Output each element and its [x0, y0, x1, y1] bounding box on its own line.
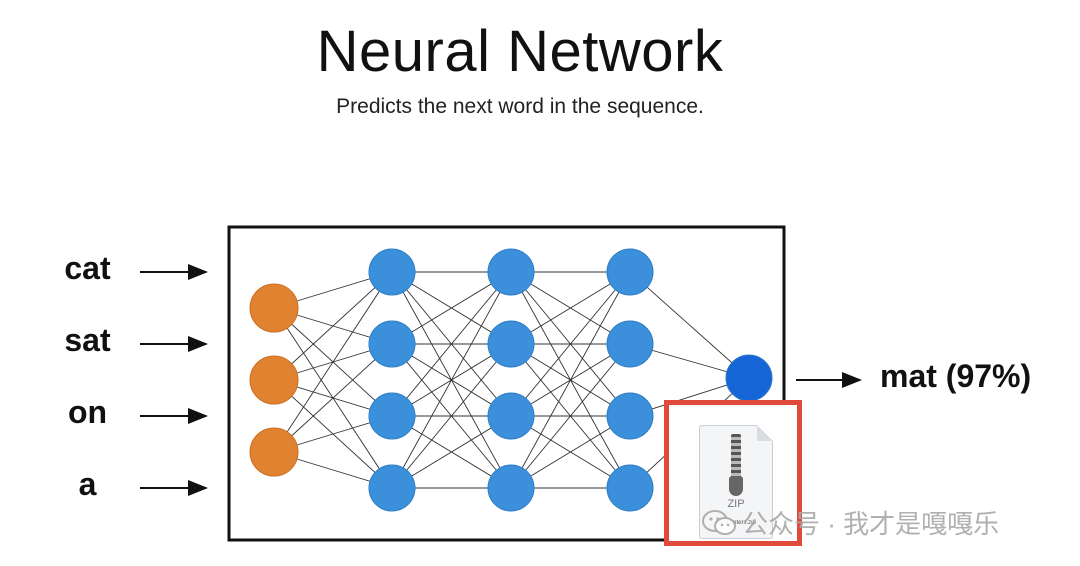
connection-line — [629, 271, 750, 379]
connection-line — [273, 271, 393, 453]
output-neuron — [725, 354, 773, 402]
connection-line — [273, 271, 393, 381]
input-word-on: on — [67, 394, 108, 430]
hidden-neuron — [487, 392, 535, 440]
connection-line — [391, 343, 512, 489]
connection-line — [510, 271, 631, 489]
hidden-neuron — [487, 320, 535, 368]
connection-line — [391, 271, 512, 489]
watermark: 公众号 · 我才是嘎嘎乐 — [702, 504, 999, 544]
page-subtitle: Predicts the next word in the sequence. — [336, 95, 704, 118]
hidden-neuron — [487, 248, 535, 296]
hidden-neuron — [368, 320, 416, 368]
watermark-text: 公众号 · 我才是嘎嘎乐 — [742, 509, 1000, 539]
page-title: Neural Network — [316, 19, 724, 84]
network-frame — [227, 225, 786, 542]
hidden-neuron — [368, 392, 416, 440]
input-neuron — [249, 355, 299, 405]
zip-label: ZIP — [727, 498, 745, 510]
input-word-cat: cat — [64, 250, 111, 286]
zip-filename: parameters.zip — [716, 520, 756, 526]
connection-line — [510, 271, 631, 417]
hidden-neuron — [606, 464, 654, 512]
zipper-pull-icon — [729, 476, 743, 496]
zipper-icon — [731, 434, 741, 480]
connection-line — [391, 271, 512, 417]
zip-file-icon[interactable]: ZIP parameters.zip — [699, 425, 773, 539]
connection-line — [510, 343, 631, 489]
wechat-icon — [702, 509, 736, 544]
hidden-neuron — [368, 464, 416, 512]
hidden-neuron — [606, 392, 654, 440]
input-neuron — [249, 283, 299, 333]
hidden-neuron — [606, 248, 654, 296]
output-prediction: mat (97%) — [880, 358, 1032, 394]
hidden-neuron — [368, 248, 416, 296]
connection-line — [273, 343, 393, 453]
hidden-neuron — [606, 320, 654, 368]
input-word-sat: sat — [64, 322, 111, 358]
neurons — [249, 248, 773, 512]
input-word-a: a — [78, 466, 97, 502]
hidden-neuron — [487, 464, 535, 512]
input-neuron — [249, 427, 299, 477]
